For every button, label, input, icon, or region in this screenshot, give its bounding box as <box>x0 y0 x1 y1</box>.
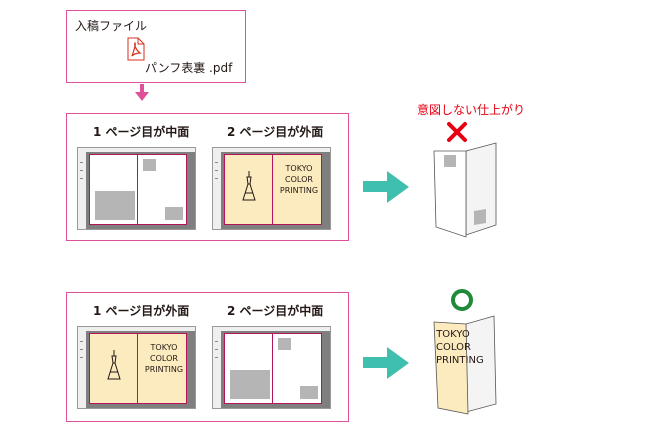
image-block <box>230 370 270 399</box>
right-arrow-icon <box>363 171 409 203</box>
pdf-icon <box>127 37 145 61</box>
row-2-right-spread <box>224 333 322 404</box>
right-arrow-icon <box>363 347 409 379</box>
row-2-box: 1 ページ目が外面 2 ページ目が中面 TOKYO COLOR PRINTING <box>66 292 349 422</box>
tokyo-tower-icon <box>242 171 256 201</box>
row-1-left-window <box>77 147 196 230</box>
row-1-right-spread: TOKYO COLOR PRINTING <box>224 154 322 225</box>
row-2-left-window: TOKYO COLOR PRINTING <box>77 326 196 409</box>
brochure-inside-out <box>433 142 497 238</box>
image-block <box>95 191 135 220</box>
image-block <box>300 386 318 399</box>
brand-text: TOKYO COLOR PRINTING <box>279 164 319 195</box>
o-mark-icon <box>451 289 473 311</box>
row-2-left-spread: TOKYO COLOR PRINTING <box>89 333 187 404</box>
row-1-left-heading: 1 ページ目が中面 <box>93 125 190 139</box>
row-2-left-heading: 1 ページ目が外面 <box>93 304 190 318</box>
row-2-right-heading: 2 ページ目が中面 <box>227 304 324 318</box>
upload-file-label: 入稿ファイル <box>75 19 148 33</box>
image-block <box>143 159 156 171</box>
pdf-filename: パンフ表裏 .pdf <box>145 61 233 75</box>
row-1-box: 1 ページ目が中面 2 ページ目が外面 TOKYO COLOR PRINTING <box>66 113 349 241</box>
image-block <box>165 207 183 220</box>
row-1-right-window: TOKYO COLOR PRINTING <box>212 147 331 230</box>
brand-text: TOKYO COLOR PRINTING <box>436 329 484 366</box>
x-mark-icon <box>447 122 467 142</box>
image-block <box>278 338 291 350</box>
upload-file-box: 入稿ファイル パンフ表裏 .pdf <box>66 10 246 83</box>
result-1-label: 意図しない仕上がり <box>417 103 526 117</box>
brochure-correct: TOKYO COLOR PRINTING <box>430 312 502 418</box>
down-arrow-icon <box>135 84 149 101</box>
row-1-right-heading: 2 ページ目が外面 <box>227 125 324 139</box>
brand-text: TOKYO COLOR PRINTING <box>144 343 184 374</box>
row-1-left-spread <box>89 154 187 225</box>
row-2-right-window <box>212 326 331 409</box>
tokyo-tower-icon <box>107 350 121 380</box>
